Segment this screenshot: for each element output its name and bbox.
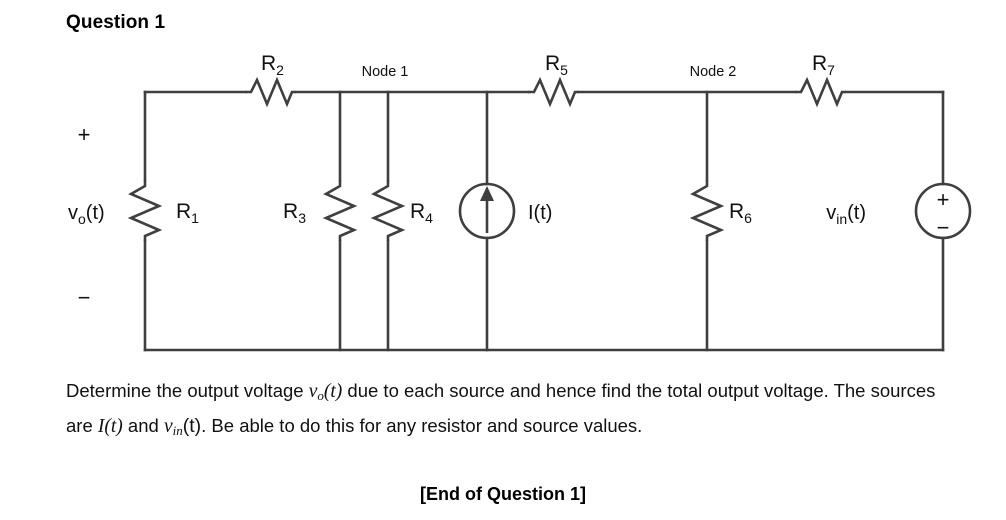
r7-zigzag-icon <box>795 76 846 108</box>
voltage-source-circle-icon <box>914 182 972 240</box>
prompt-line1-b: due to each source and hence find the to… <box>342 380 759 401</box>
label-voltage-source: vin(t) <box>826 202 866 227</box>
end-of-question-label: [End of Question 1] <box>420 484 586 504</box>
prompt-vo-symbol: vo(t) <box>308 381 343 403</box>
current-source-arrow-head-icon <box>480 186 494 201</box>
resistor-symbols <box>127 76 846 241</box>
prompt-line2-c: . Be able to do this for any resistor an… <box>201 414 579 436</box>
prompt-line3: values. <box>583 414 643 436</box>
prompt-line1-a: Determine the output voltage <box>66 380 309 401</box>
label-r6: R6 <box>729 200 752 226</box>
label-node-2: Node 2 <box>690 64 737 80</box>
circuit-diagram: R1 R2 R3 R4 R5 R6 R7 Node 1 Node 2 I(t) … <box>68 52 972 352</box>
output-minus-sign: − <box>78 285 91 310</box>
r2-zigzag-icon <box>245 76 296 108</box>
voltage-source-plus-sign: + <box>937 187 950 212</box>
node-labels: Node 1 Node 2 <box>362 64 737 80</box>
label-r2: R2 <box>261 52 284 78</box>
label-node-1: Node 1 <box>362 64 409 80</box>
voltage-source-symbol: + − vin(t) <box>826 182 972 240</box>
r5-zigzag-icon <box>528 76 579 108</box>
label-current-source: I(t) <box>528 202 552 224</box>
label-r4: R4 <box>410 200 433 226</box>
current-source-symbol: I(t) <box>458 182 552 240</box>
prompt-line2-b: and <box>122 414 164 436</box>
prompt-line2-a: voltage. The sources are <box>66 380 936 436</box>
prompt-vin-symbol: vin(t) <box>163 414 202 438</box>
label-r3: R3 <box>283 200 306 226</box>
label-r1: R1 <box>176 200 199 226</box>
r1-zigzag-icon <box>127 180 163 241</box>
label-r7: R7 <box>812 52 835 78</box>
label-r5: R5 <box>545 52 568 78</box>
resistor-labels: R1 R2 R3 R4 R5 R6 R7 <box>176 52 835 226</box>
r3-zigzag-icon <box>322 180 358 241</box>
r4-zigzag-icon <box>370 180 406 241</box>
current-source-circle-icon <box>458 182 516 240</box>
prompt-i-symbol: I(t) <box>97 415 123 437</box>
circuit-wires <box>143 90 945 352</box>
page-title: Question 1 <box>66 12 166 33</box>
question-prompt: Determine the output voltage vo(t) due t… <box>66 376 950 446</box>
output-plus-sign: + <box>78 122 91 147</box>
label-output-voltage: vo(t) <box>68 202 105 227</box>
output-port-annotation: + − vo(t) <box>68 122 105 310</box>
voltage-source-minus-sign: − <box>937 215 950 240</box>
r6-zigzag-icon <box>689 180 725 241</box>
